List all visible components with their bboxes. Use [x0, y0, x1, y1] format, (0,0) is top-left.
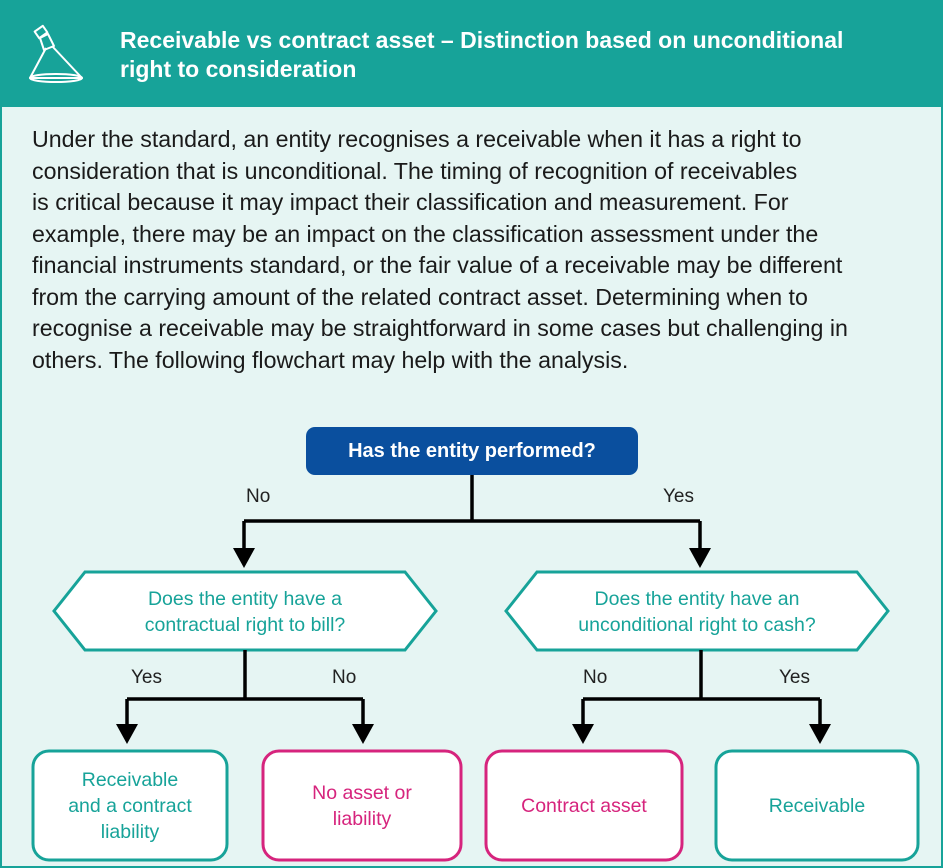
- callout-title: Receivable vs contract asset – Distincti…: [120, 26, 910, 84]
- root-node: [306, 427, 638, 475]
- right-decision-line: unconditional right to cash?: [578, 614, 816, 636]
- right-decision-line: Does the entity have an: [594, 588, 800, 610]
- callout-title-line: Receivable vs contract asset – Distincti…: [120, 27, 844, 53]
- right-decision-label: Does the entity have an unconditional ri…: [522, 586, 872, 638]
- outcome-no-asset: [261, 749, 463, 862]
- right-decision-node: [504, 570, 890, 652]
- intro-line: from the carrying amount of the related …: [32, 283, 808, 310]
- outcome-receivable-liability: [31, 749, 229, 862]
- left-decision-line: Does the entity have a: [147, 588, 343, 610]
- outcome-line: No asset or: [312, 781, 412, 804]
- outcome-line: liability: [332, 807, 392, 830]
- outcome-receivable: [714, 749, 920, 862]
- arrowhead: [352, 724, 374, 744]
- branch-label-no: No: [246, 486, 271, 507]
- branch-label-no: No: [332, 667, 357, 688]
- left-decision-label: Does the entity have a contractual right…: [70, 586, 420, 638]
- intro-line: is critical because it may impact their …: [32, 189, 789, 215]
- branch-label-yes: Yes: [663, 486, 694, 507]
- intro-paragraph: Under the standard, an entity recognises…: [32, 124, 922, 376]
- branch-label-yes: Yes: [779, 667, 810, 688]
- root-connectors: [242, 475, 702, 551]
- arrowhead: [233, 548, 255, 568]
- intro-line: financial instruments standard, or the f…: [32, 252, 843, 278]
- callout-title-line: right to consideration: [120, 56, 357, 82]
- callout-header: Receivable vs contract asset – Distincti…: [0, 0, 943, 107]
- left-decision-line: contractual right to bill?: [144, 614, 346, 636]
- branch-label-yes: Yes: [131, 667, 162, 688]
- outcome-line: Receivable: [81, 768, 179, 791]
- left-connectors: [125, 650, 365, 726]
- outcome-receivable-liability-label: Receivable and a contract liability: [33, 751, 227, 860]
- outcome-line: and a contract: [68, 794, 192, 817]
- outcome-no-asset-label: No asset or liability: [263, 751, 461, 860]
- right-connectors: [581, 650, 822, 726]
- spotlight-icon: [29, 24, 83, 83]
- intro-line: Under the standard, an entity recognises…: [32, 126, 802, 152]
- intro-line: example, there may be an impact on the c…: [32, 220, 819, 247]
- left-decision-node: [52, 570, 438, 652]
- outcome-receivable-label: Receivable: [768, 794, 866, 817]
- root-node-label: Has the entity performed?: [348, 440, 596, 462]
- arrowhead: [689, 548, 711, 568]
- arrowhead: [116, 724, 138, 744]
- intro-line: consideration that is unconditional. The…: [32, 157, 798, 184]
- arrowhead: [572, 724, 594, 744]
- branch-label-no: No: [583, 667, 608, 688]
- outcome-contract-asset: [484, 749, 684, 862]
- outcome-line: liability: [100, 820, 160, 843]
- outcome-contract-asset-label: Contract asset: [521, 794, 647, 817]
- intro-line: recognise a receivable may be straightfo…: [32, 315, 848, 341]
- arrowhead: [809, 724, 831, 744]
- intro-line: others. The following flowchart may help…: [32, 346, 629, 373]
